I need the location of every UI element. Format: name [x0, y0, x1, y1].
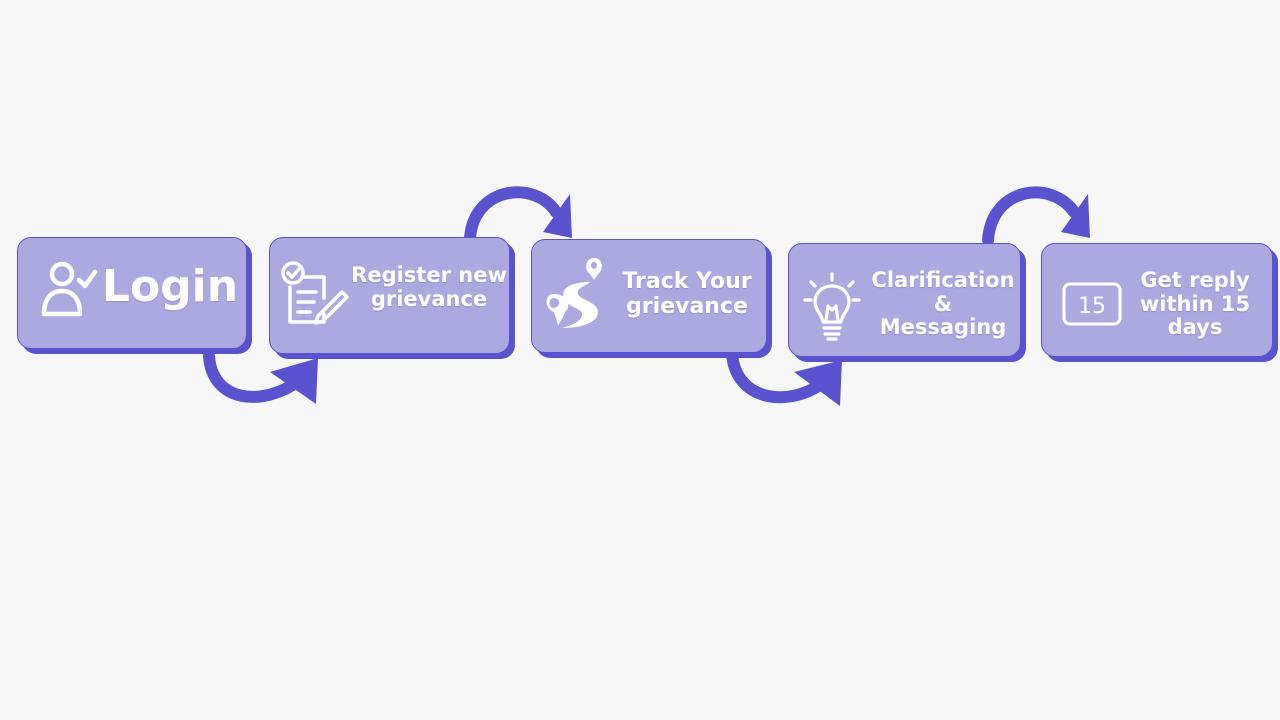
step-reply-card: 15 Get reply within 15 days: [1041, 243, 1273, 357]
route-pin-icon: [546, 258, 602, 328]
checklist-edit-icon: [281, 261, 349, 325]
step-reply-label: Get reply within 15 days: [1139, 268, 1251, 340]
step-track-card: Track Your grievance: [531, 239, 767, 353]
arrow-login-to-register: [203, 350, 306, 403]
arrowhead-2: [543, 194, 572, 238]
step-register-label: Register new grievance: [351, 263, 507, 311]
arrow-register-to-track: [464, 186, 562, 244]
lightbulb-icon: [803, 272, 861, 341]
arrow-track-to-clarification: [726, 348, 830, 404]
arrow-clarification-to-reply: [982, 186, 1080, 246]
step-clarification-label: Clarification & Messaging: [871, 268, 1015, 340]
step-track-label: Track Your grievance: [622, 269, 752, 319]
arrowhead-3: [794, 360, 842, 406]
calendar-icon-number: 15: [1078, 294, 1106, 319]
arrowhead-4: [1061, 194, 1090, 238]
step-clarification-card: Clarification & Messaging: [788, 243, 1021, 357]
step-login-card: Login: [17, 237, 247, 349]
arrowhead-1: [270, 358, 318, 404]
step-register-card: Register new grievance: [269, 237, 510, 354]
user-check-icon: [41, 261, 98, 317]
calendar-icon: 15: [1062, 282, 1122, 326]
step-login-label: Login: [101, 261, 239, 312]
